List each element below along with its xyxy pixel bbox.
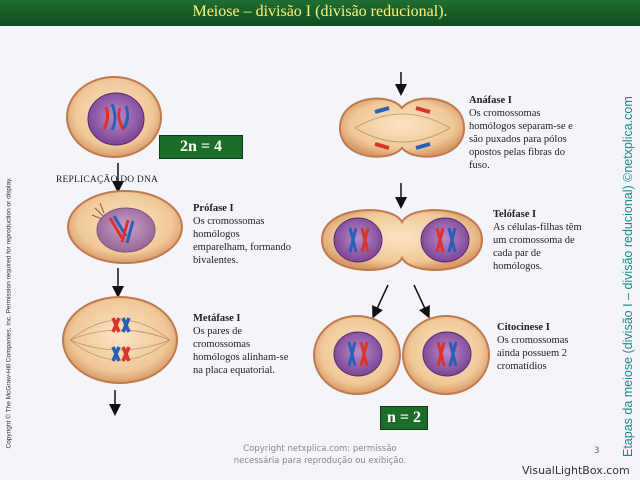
caption-line: cromossomas xyxy=(193,339,251,350)
cytokinesis-cell-left xyxy=(313,315,401,395)
caption-line: um cromossoma de xyxy=(493,235,575,246)
interphase-cell xyxy=(66,76,162,158)
prophase-cell xyxy=(67,190,183,264)
caption-line: homólogos xyxy=(193,229,240,240)
caption-line: Os pares de xyxy=(193,326,242,337)
cytokinesis-heading: Citocinese I xyxy=(497,322,550,333)
page-number: 3 xyxy=(594,446,600,456)
arrow-split-right xyxy=(413,284,430,319)
watermark: VisualLightBox.com xyxy=(522,464,630,477)
arrow-split-left xyxy=(372,284,389,319)
anaphase-cell xyxy=(338,97,466,158)
anaphase-caption: Anáfase I Os cromossomas homólogos separ… xyxy=(469,94,594,172)
caption-line: na placa equatorial. xyxy=(193,365,275,376)
anaphase-heading: Anáfase I xyxy=(469,95,512,106)
metaphase-caption: Metáfase I Os pares de cromossomas homól… xyxy=(193,312,303,377)
telophase-cell xyxy=(320,209,484,271)
caption-line: são puxados para pólos xyxy=(469,134,567,145)
cytokinesis-cell-right xyxy=(402,315,490,395)
telophase-heading: Telófase I xyxy=(493,209,537,220)
caption-line: Os cromossomas xyxy=(497,335,569,346)
cytokinesis-caption: Citocinese I Os cromossomas ainda possue… xyxy=(497,321,605,373)
slide-title: Meiose – divisão I (divisão reducional). xyxy=(192,3,448,20)
footer-line-1: Copyright netxplica.com: permissão xyxy=(243,444,397,454)
caption-line: ainda possuem 2 xyxy=(497,348,567,359)
haploid-badge: n = 2 xyxy=(380,406,428,430)
metaphase-heading: Metáfase I xyxy=(193,313,241,324)
caption-line: homólogos alinham-se xyxy=(193,352,289,363)
caption-line: Os cromossomas xyxy=(193,216,265,227)
prophase-caption: Prófase I Os cromossomas homólogos empar… xyxy=(193,202,303,267)
caption-line: opostos pelas fibras do xyxy=(469,147,565,158)
caption-line: homólogos separam-se e xyxy=(469,121,573,132)
side-caption: Etapas da meiose (divisão I – divisão re… xyxy=(621,96,635,457)
footer-line-2: necessária para reprodução ou exibição. xyxy=(233,456,407,466)
telophase-caption: Telófase I As células-filhas têm um crom… xyxy=(493,208,605,273)
caption-line: cromatídios xyxy=(497,361,547,372)
diploid-badge: 2n = 4 xyxy=(159,135,243,159)
title-bar: Meiose – divisão I (divisão reducional). xyxy=(0,0,640,26)
caption-line: Os cromossomas xyxy=(469,108,541,119)
caption-line: As células-filhas têm xyxy=(493,222,582,233)
caption-line: bivalentes. xyxy=(193,255,239,266)
publisher-copyright: Copyright © The McGraw-Hill Companies, I… xyxy=(5,177,13,449)
dna-replication-label: REPLICAÇÃO DO DNA xyxy=(56,175,159,185)
metaphase-cell xyxy=(62,296,178,384)
footer-copyright: Copyright netxplica.com: permissão neces… xyxy=(200,443,440,467)
prophase-heading: Prófase I xyxy=(193,203,234,214)
caption-line: fuso. xyxy=(469,160,490,171)
caption-line: emparelham, formando xyxy=(193,242,291,253)
caption-line: cada par de xyxy=(493,248,541,259)
caption-line: homólogos. xyxy=(493,261,543,272)
